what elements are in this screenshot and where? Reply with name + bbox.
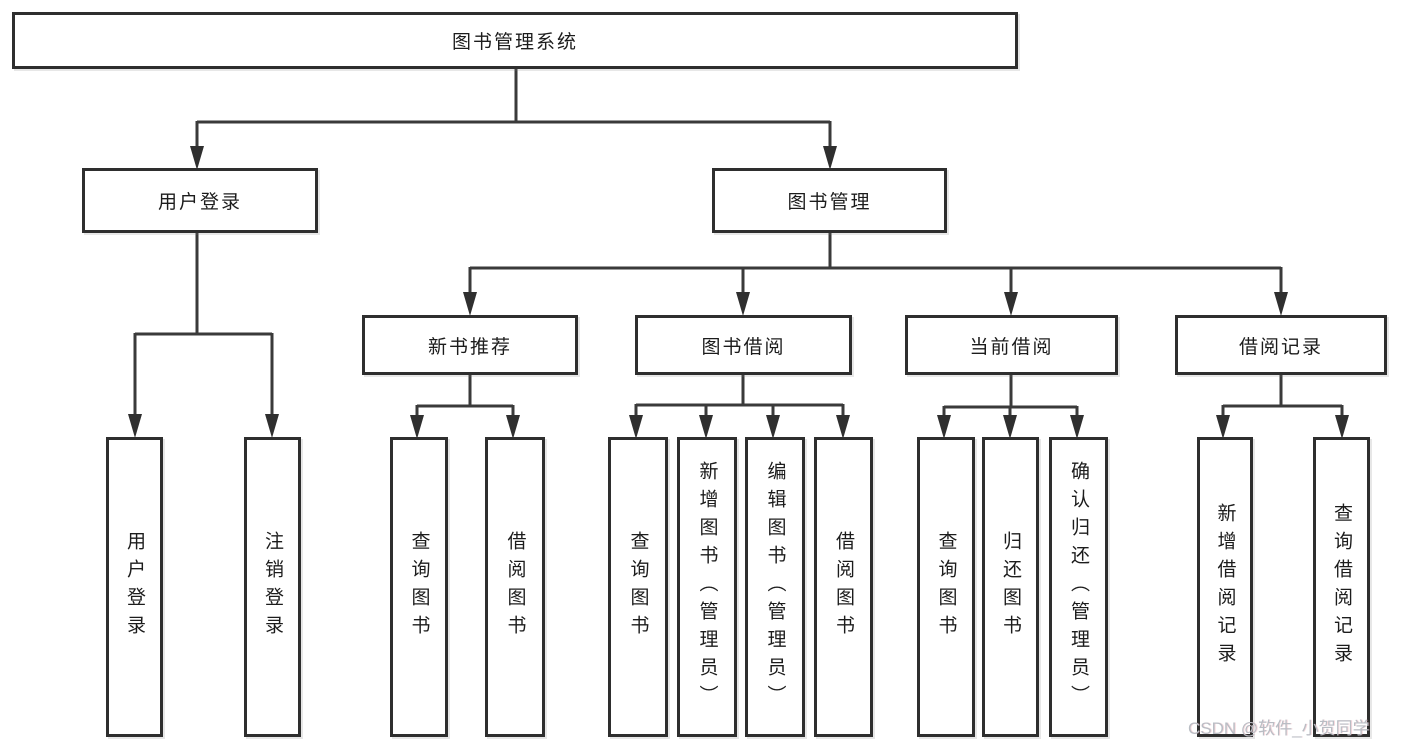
leaf-borrow-books-newbook: 借阅图书 (485, 437, 545, 737)
leaf-edit-books-admin: 编辑图书（管理员） (745, 437, 805, 737)
node-book-management: 图书管理 (712, 168, 947, 233)
node-label: 查询图书 (935, 531, 957, 643)
leaf-query-borrow-record: 查询借阅记录 (1313, 437, 1370, 737)
arrowheads (128, 146, 1349, 439)
leaf-query-books-borrowing: 查询图书 (608, 437, 668, 737)
node-user-login-group: 用户登录 (82, 168, 318, 233)
leaf-user-login: 用户登录 (106, 437, 163, 737)
node-label: 借阅记录 (1238, 336, 1323, 358)
node-label: 归还图书 (1000, 531, 1021, 643)
node-label: 用户登录 (124, 531, 145, 643)
node-new-book-recommendation: 新书推荐 (362, 315, 578, 375)
leaf-logout: 注销登录 (244, 437, 301, 737)
node-label: 新增图书（管理员） (696, 461, 718, 713)
leaf-return-books: 归还图书 (982, 437, 1039, 737)
node-book-borrowing: 图书借阅 (635, 315, 852, 375)
node-label: 新增借阅记录 (1214, 503, 1236, 671)
leaf-add-books-admin: 新增图书（管理员） (677, 437, 737, 737)
node-label: 借阅图书 (833, 531, 854, 643)
node-label: 查询图书 (408, 531, 430, 643)
csdn-watermark: CSDN @软件_小贺同学 (1188, 719, 1370, 738)
node-library-management-system: 图书管理系统 (12, 12, 1018, 69)
node-label: 借阅图书 (504, 531, 526, 643)
node-label: 当前借阅 (969, 336, 1054, 358)
node-borrowing-records: 借阅记录 (1175, 315, 1387, 375)
node-label: 注销登录 (262, 531, 283, 643)
node-label: 图书管理系统 (451, 32, 578, 53)
leaf-add-borrow-record: 新增借阅记录 (1197, 437, 1253, 737)
node-label: 用户登录 (157, 192, 242, 213)
leaf-query-books-newbook: 查询图书 (390, 437, 448, 737)
node-label: 查询借阅记录 (1331, 503, 1352, 671)
node-label: 查询图书 (627, 531, 649, 643)
leaf-confirm-return-admin: 确认归还（管理员） (1049, 437, 1108, 737)
node-label: 编辑图书（管理员） (764, 461, 786, 713)
node-label: 确认归还（管理员） (1068, 461, 1089, 713)
node-label: 新书推荐 (427, 336, 512, 358)
node-label: 图书管理 (787, 192, 872, 213)
leaf-borrow-books-borrowing: 借阅图书 (814, 437, 873, 737)
node-current-borrowing: 当前借阅 (905, 315, 1118, 375)
node-label: 图书借阅 (701, 336, 786, 358)
leaf-query-books-current: 查询图书 (917, 437, 975, 737)
